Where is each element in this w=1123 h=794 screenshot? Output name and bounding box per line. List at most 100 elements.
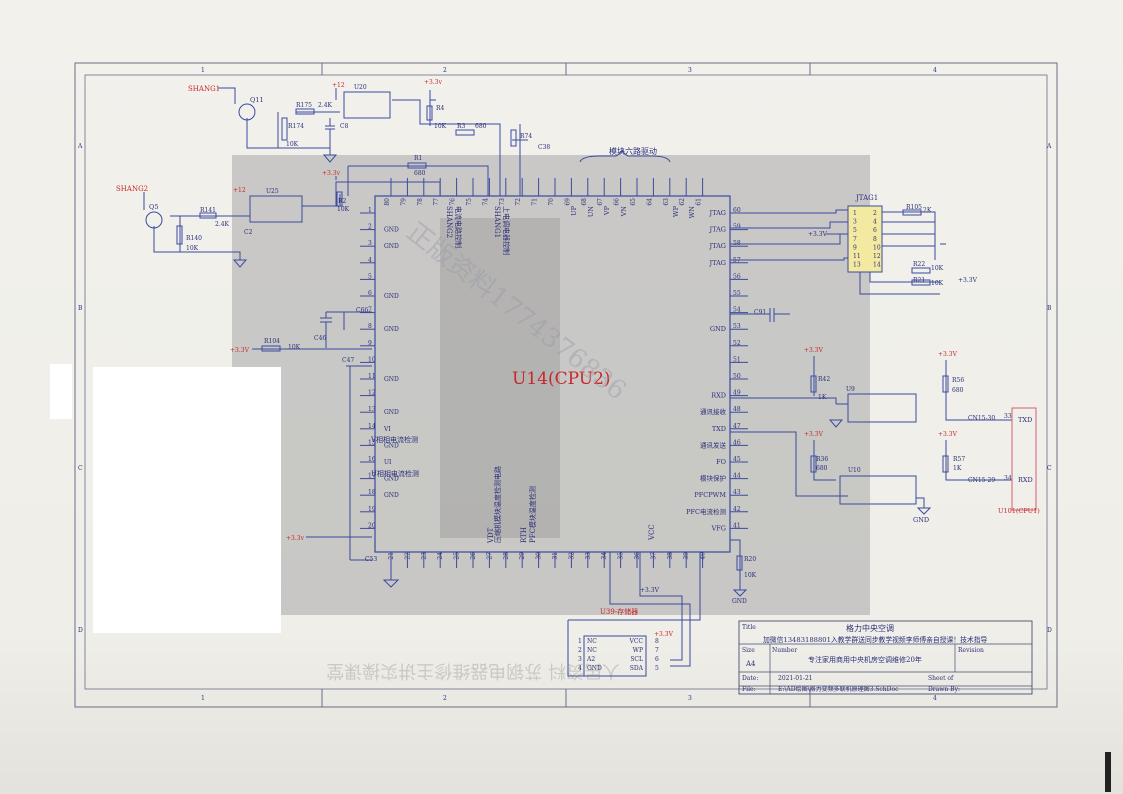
date-value: 2021-01-21 — [778, 675, 813, 682]
p33-left-b: +3.3v — [286, 535, 305, 542]
top-pin-number: 68 — [581, 198, 588, 206]
top-pin-number: 65 — [630, 198, 637, 206]
grid-col-top: 1 — [201, 67, 205, 74]
chip-name: U14(CPU2) — [512, 369, 611, 389]
eeprom-right-pin-label: VCC — [628, 638, 643, 645]
top-pin-number: 73 — [499, 198, 506, 206]
right-pin-number: 51 — [733, 356, 741, 363]
r4-resistor — [426, 105, 433, 121]
right-pin-label: JTAG — [709, 226, 726, 234]
comm-p33-b: +3.3V — [938, 351, 958, 358]
vcc-label: VCC — [648, 524, 656, 541]
r141-label: R141 — [200, 207, 216, 214]
r174-resistor — [281, 117, 288, 141]
grid-col-top: 3 — [688, 67, 692, 74]
grid-row-left: B — [78, 305, 83, 312]
r140-label: R140 — [186, 235, 202, 242]
left-pin-label: GND — [384, 227, 399, 234]
c2-label: C2 — [244, 229, 253, 236]
left-pin-number: 2 — [368, 224, 372, 231]
bottom-pin-number: 35 — [618, 552, 625, 560]
r175-value: 2.4K — [318, 102, 333, 109]
bottom-pin-number: 34 — [601, 552, 608, 560]
r3-resistor — [455, 129, 475, 136]
bottom-pin-number: 30 — [536, 552, 543, 560]
left-pin-number: 13 — [368, 406, 376, 413]
right-pin-label: RXD — [711, 392, 726, 400]
r21-label: R21 — [913, 277, 925, 284]
grid-row-left: C — [78, 465, 83, 472]
comm-p33-c: +3.3V — [804, 431, 824, 438]
jtag-pin-number: 13 — [853, 262, 861, 269]
u10-optocoupler — [839, 475, 917, 505]
vdt-note: 压缩机模块温度检测电路 — [493, 466, 502, 543]
left-pin-label: GND — [384, 409, 399, 416]
bottom-pin-number: 32 — [568, 552, 575, 560]
jtag-p33-b: +3.3V — [958, 277, 978, 284]
u25-label: U25 — [266, 188, 279, 195]
eeprom-left-pin-number: 1 — [578, 638, 582, 645]
redaction-patch — [50, 364, 72, 419]
r1-value: 680 — [414, 170, 426, 177]
jtag-title: JTAG1 — [855, 194, 878, 202]
jtag-pin-number: 1 — [853, 210, 857, 217]
r22-resistor — [911, 267, 931, 274]
r57-value: 1K — [953, 465, 962, 472]
eeprom-right-pin-label: WP — [633, 647, 643, 654]
driver-brace — [579, 148, 671, 163]
left-pin-label: VI — [383, 426, 391, 433]
u9-optocoupler — [847, 393, 917, 423]
bottom-pin-number: 29 — [519, 552, 526, 560]
cn15-29: CN15-29 — [968, 477, 995, 484]
right-pin-number: 53 — [733, 323, 741, 330]
r104-label: R104 — [264, 338, 280, 345]
bottom-pin-number: 23 — [421, 552, 428, 560]
title-value: 格力中央空调 — [846, 623, 894, 633]
left-pin-label: GND — [384, 326, 399, 333]
bottom-pin-number: 25 — [454, 552, 461, 560]
shang1-pin-label: SHANG1 — [493, 206, 501, 238]
grid-row-right: C — [1047, 465, 1052, 472]
cpu-chip-body — [374, 195, 731, 553]
r3-label: R3 — [457, 123, 466, 130]
redaction-box — [93, 367, 281, 633]
r22-value: 10K — [931, 265, 944, 272]
bottom-p33: +3.3V — [640, 587, 660, 594]
eeprom-left-pin-number: 4 — [578, 665, 582, 672]
jtag-pin-number: 12 — [873, 253, 881, 260]
bottom-pin-number: 38 — [667, 552, 674, 560]
left-pin-number: 11 — [368, 373, 376, 380]
r141-resistor — [199, 212, 217, 219]
r36-resistor — [810, 455, 817, 473]
file-value: E:\AD绘图\格力变频多联机原理图3.SchDoc — [778, 685, 899, 693]
r42-value: 1K — [818, 394, 827, 401]
size-label: Size — [742, 647, 755, 654]
bottom-pin-labels: VDT 压缩机模块温度检测电路 RTH PFC模块温度检测 VCC — [487, 466, 656, 544]
grid-row-right: A — [1046, 143, 1052, 150]
page-edge — [1105, 752, 1111, 792]
left-pin-number: 19 — [368, 506, 376, 513]
right-pin-number: 49 — [733, 390, 741, 397]
eeprom-right-pin-number: 8 — [655, 638, 659, 645]
q11-label: Q11 — [250, 96, 264, 104]
jtag-pin-number: 5 — [853, 227, 857, 234]
r21-resistor — [911, 279, 931, 286]
photo-shadow-region — [232, 155, 870, 615]
r57-label: R57 — [953, 456, 965, 463]
left-pin-number: 15 — [368, 439, 376, 446]
r104-value: 10K — [288, 344, 301, 351]
cpu1-connector — [1011, 407, 1037, 511]
right-pin-number: 56 — [733, 273, 741, 280]
grid-row-left: A — [77, 143, 83, 150]
jtag-pin-number: 7 — [853, 236, 857, 243]
driver-pin-label: WN — [688, 206, 696, 219]
top-pin-number: 72 — [515, 198, 522, 206]
left-pin-number: 5 — [368, 273, 372, 280]
r4-label: R4 — [436, 105, 445, 112]
c47-label: C47 — [342, 357, 354, 364]
